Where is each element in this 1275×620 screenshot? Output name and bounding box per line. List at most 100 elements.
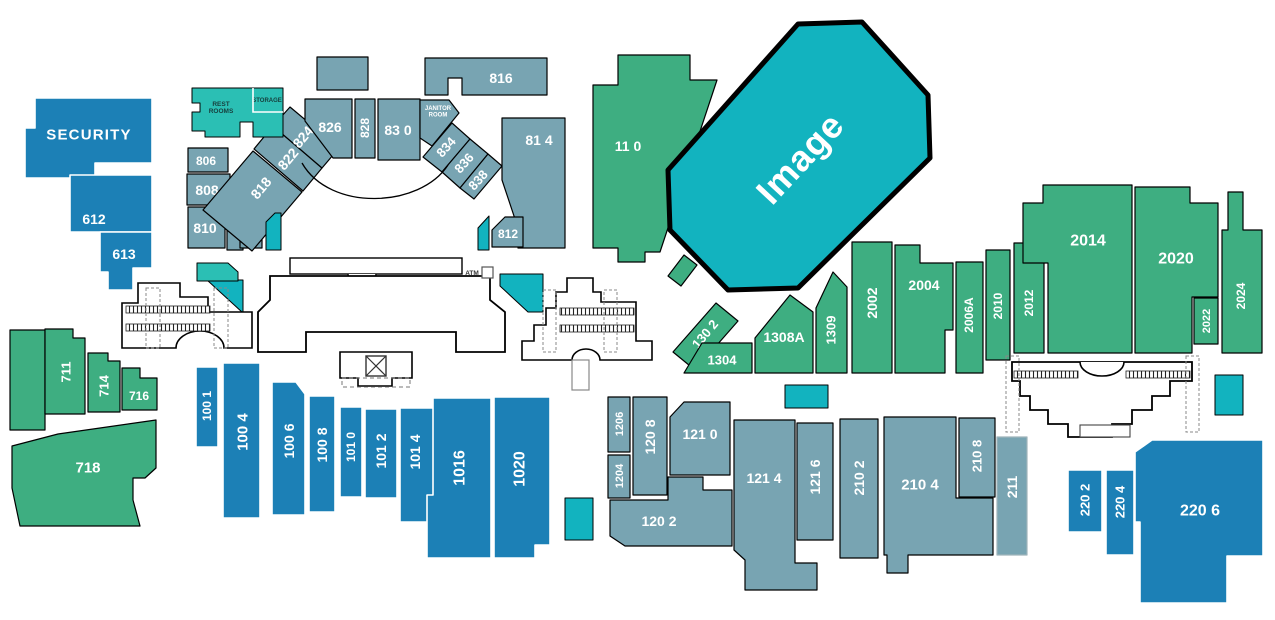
- room-716-label: 716: [129, 389, 149, 403]
- room-2108-label: 210 8: [970, 440, 985, 473]
- room-718-label: 718: [75, 459, 100, 476]
- room-1206[interactable]: [607, 396, 631, 453]
- room-718[interactable]: [11, 419, 157, 527]
- room-1304-label: 1304: [708, 353, 738, 368]
- room-2206-label: 220 6: [1180, 503, 1220, 520]
- room-1204[interactable]: [607, 454, 631, 499]
- room-110-label: 11 0: [615, 138, 642, 154]
- room-1216-label: 121 6: [807, 459, 823, 494]
- room-211[interactable]: [996, 436, 1028, 556]
- room-806[interactable]: [187, 147, 229, 173]
- room-1206-label: 1206: [614, 412, 626, 436]
- room-711[interactable]: [44, 328, 86, 415]
- room-1214[interactable]: [733, 419, 818, 591]
- room-wedge-a: [206, 279, 244, 314]
- room-612-label: 612: [82, 211, 106, 227]
- room-2002[interactable]: [851, 241, 893, 374]
- atm-kiosk-icon: [481, 266, 494, 279]
- room-2204[interactable]: [1105, 469, 1135, 556]
- room-1012-label: 101 2: [373, 433, 389, 468]
- room-1004[interactable]: [222, 362, 261, 519]
- room-janitor[interactable]: [419, 99, 460, 147]
- escalator-rail: [603, 289, 618, 353]
- room-1302b: [667, 254, 698, 287]
- room-2104[interactable]: [883, 416, 994, 574]
- room-2202[interactable]: [1067, 469, 1103, 533]
- room-1004-label: 100 4: [234, 413, 251, 451]
- atm-kiosk[interactable]: ATM: [465, 266, 494, 279]
- room-kiosk-g: [1214, 374, 1244, 416]
- room-1006[interactable]: [271, 381, 306, 516]
- room-1304[interactable]: [683, 342, 753, 374]
- room-1008[interactable]: [308, 395, 336, 513]
- room-812[interactable]: [491, 216, 524, 248]
- room-711-label: 711: [59, 362, 74, 383]
- room-1202[interactable]: [609, 476, 733, 547]
- room-1010[interactable]: [339, 406, 363, 498]
- escalator-rail: [542, 289, 557, 353]
- room-2004[interactable]: [894, 244, 954, 374]
- room-storage-label: STORAGE: [252, 98, 282, 104]
- room-image-anchor[interactable]: [665, 19, 933, 293]
- room-826[interactable]: [304, 98, 353, 159]
- room-1001[interactable]: [195, 366, 219, 448]
- escalator-rail: [1185, 355, 1200, 433]
- room-2108[interactable]: [958, 417, 996, 498]
- room-806-label: 806: [196, 154, 216, 168]
- arch: [1079, 361, 1125, 377]
- room-1210[interactable]: [669, 401, 731, 476]
- room-1308A[interactable]: [754, 294, 814, 374]
- room-2102[interactable]: [839, 418, 879, 559]
- room-1308A-label: 1308A: [763, 329, 804, 345]
- room-828[interactable]: [354, 98, 376, 159]
- room-2206[interactable]: [1134, 439, 1264, 604]
- room-816[interactable]: [424, 57, 548, 96]
- room-716[interactable]: [121, 367, 158, 411]
- room-2010[interactable]: [985, 249, 1011, 361]
- room-1020[interactable]: [493, 396, 551, 559]
- room-1208[interactable]: [632, 396, 668, 496]
- room-714-label: 714: [97, 374, 112, 396]
- room-2024[interactable]: [1221, 191, 1263, 354]
- room-1216[interactable]: [796, 422, 834, 541]
- room-714[interactable]: [87, 352, 121, 413]
- corridor-west: [121, 282, 253, 349]
- room-826-label: 826: [318, 119, 342, 135]
- elevator-icon: [365, 355, 387, 377]
- room-upper-annex: [316, 56, 369, 91]
- room-818[interactable]: [202, 150, 303, 252]
- room-2014[interactable]: [1022, 184, 1133, 354]
- room-wedge-d: [477, 215, 490, 251]
- court-arc: [301, 162, 449, 200]
- room-613-label: 613: [112, 246, 136, 262]
- room-2006A[interactable]: [955, 261, 984, 374]
- escalator-icon: [125, 305, 211, 314]
- room-1012[interactable]: [364, 408, 398, 499]
- room-110[interactable]: [592, 54, 718, 263]
- room-2020[interactable]: [1134, 186, 1219, 354]
- room-kiosk-e: [564, 497, 594, 541]
- room-828-label: 828: [358, 118, 372, 138]
- room-2022[interactable]: [1193, 297, 1219, 345]
- room-816-label: 816: [489, 70, 513, 86]
- room-1204-label: 1204: [614, 463, 626, 488]
- room-restrooms[interactable]: [191, 87, 284, 138]
- corridor-east-court: [521, 277, 653, 391]
- room-1202-label: 120 2: [641, 513, 676, 529]
- escalator-rail: [145, 287, 161, 349]
- room-830[interactable]: [377, 98, 421, 161]
- room-1210-label: 121 0: [682, 426, 717, 442]
- room-wedge-b: [265, 212, 282, 251]
- room-1309[interactable]: [815, 271, 848, 374]
- room-814[interactable]: [501, 117, 566, 249]
- room-2002-label: 2002: [864, 287, 880, 318]
- room-613[interactable]: [99, 231, 153, 291]
- vestibule: [571, 359, 590, 391]
- room-2020-label: 2020: [1158, 251, 1194, 268]
- room-1016[interactable]: [426, 397, 492, 559]
- room-1302[interactable]: [672, 302, 739, 371]
